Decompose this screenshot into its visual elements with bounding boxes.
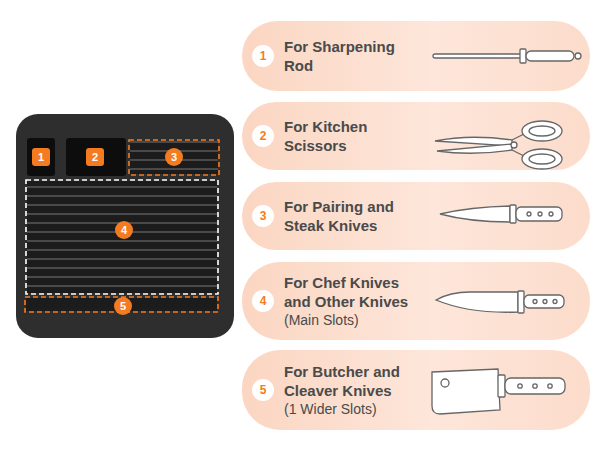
rod-shaft bbox=[433, 54, 521, 58]
slot-note: (Main Slots) bbox=[284, 311, 426, 329]
paring-blade bbox=[440, 206, 510, 222]
text-column: For Butcher and Cleaver Knives(1 Wider S… bbox=[284, 362, 426, 418]
rod-loop bbox=[575, 53, 581, 59]
text-column: For Kitchen Scissors bbox=[284, 117, 426, 155]
callout-number: 5 bbox=[252, 379, 274, 401]
callout-number: 1 bbox=[32, 148, 50, 166]
callout-number: 4 bbox=[115, 221, 133, 239]
scissor-pivot bbox=[511, 142, 517, 148]
slot-purpose: For Kitchen Scissors bbox=[284, 117, 426, 155]
rod-slot bbox=[27, 138, 55, 176]
slot-purpose: For Sharpening Rod bbox=[284, 37, 426, 75]
paring-handle bbox=[516, 207, 562, 221]
rivet bbox=[533, 300, 537, 304]
scissor-slot bbox=[66, 138, 126, 176]
rivet bbox=[553, 300, 557, 304]
text-column: For Chef Knives and Other Knives(Main Sl… bbox=[284, 273, 426, 329]
slot-purpose: For Butcher and Cleaver Knives bbox=[284, 362, 426, 400]
dashed-outline bbox=[26, 180, 218, 294]
dashed-outline bbox=[129, 140, 219, 175]
slot-purpose: For Chef Knives and Other Knives bbox=[284, 273, 426, 311]
cleaver-hole bbox=[441, 379, 449, 387]
chef-handle bbox=[524, 295, 564, 308]
block-body bbox=[16, 114, 234, 338]
scissor-arm bbox=[512, 134, 524, 156]
callout-number: 5 bbox=[114, 297, 132, 315]
scissor-blade bbox=[437, 144, 512, 153]
rivet bbox=[533, 384, 537, 388]
rivet bbox=[518, 384, 522, 388]
rod-handle bbox=[526, 51, 574, 61]
scissor-ring bbox=[529, 154, 555, 164]
rivet bbox=[549, 212, 553, 216]
callout-number: 3 bbox=[165, 148, 183, 166]
slot-purpose: For Pairing and Steak Knives bbox=[284, 197, 426, 235]
rivet bbox=[527, 212, 531, 216]
callout-number: 3 bbox=[252, 205, 274, 227]
slot-note: (1 Wider Slots) bbox=[284, 400, 426, 418]
paring-bolster bbox=[510, 205, 516, 223]
small-knife-slots bbox=[130, 141, 218, 174]
chef-bolster bbox=[518, 291, 524, 313]
text-column: For Sharpening Rod bbox=[284, 37, 426, 75]
callout-number: 1 bbox=[252, 45, 274, 67]
rivet bbox=[538, 212, 542, 216]
callout-number: 2 bbox=[86, 148, 104, 166]
callout-number: 2 bbox=[252, 125, 274, 147]
cleaver-blade bbox=[432, 369, 500, 414]
rod-guard bbox=[520, 49, 526, 63]
callout-number: 4 bbox=[252, 290, 274, 312]
rivet bbox=[543, 300, 547, 304]
scissor-ring bbox=[522, 149, 562, 169]
text-column: For Pairing and Steak Knives bbox=[284, 197, 426, 235]
cleaver-bolster bbox=[498, 375, 505, 397]
cleaver-handle bbox=[505, 378, 565, 394]
rivet bbox=[548, 384, 552, 388]
scissor-ring bbox=[529, 126, 555, 136]
scissor-ring bbox=[522, 121, 562, 141]
chef-blade bbox=[436, 292, 518, 312]
main-slots bbox=[27, 181, 217, 293]
